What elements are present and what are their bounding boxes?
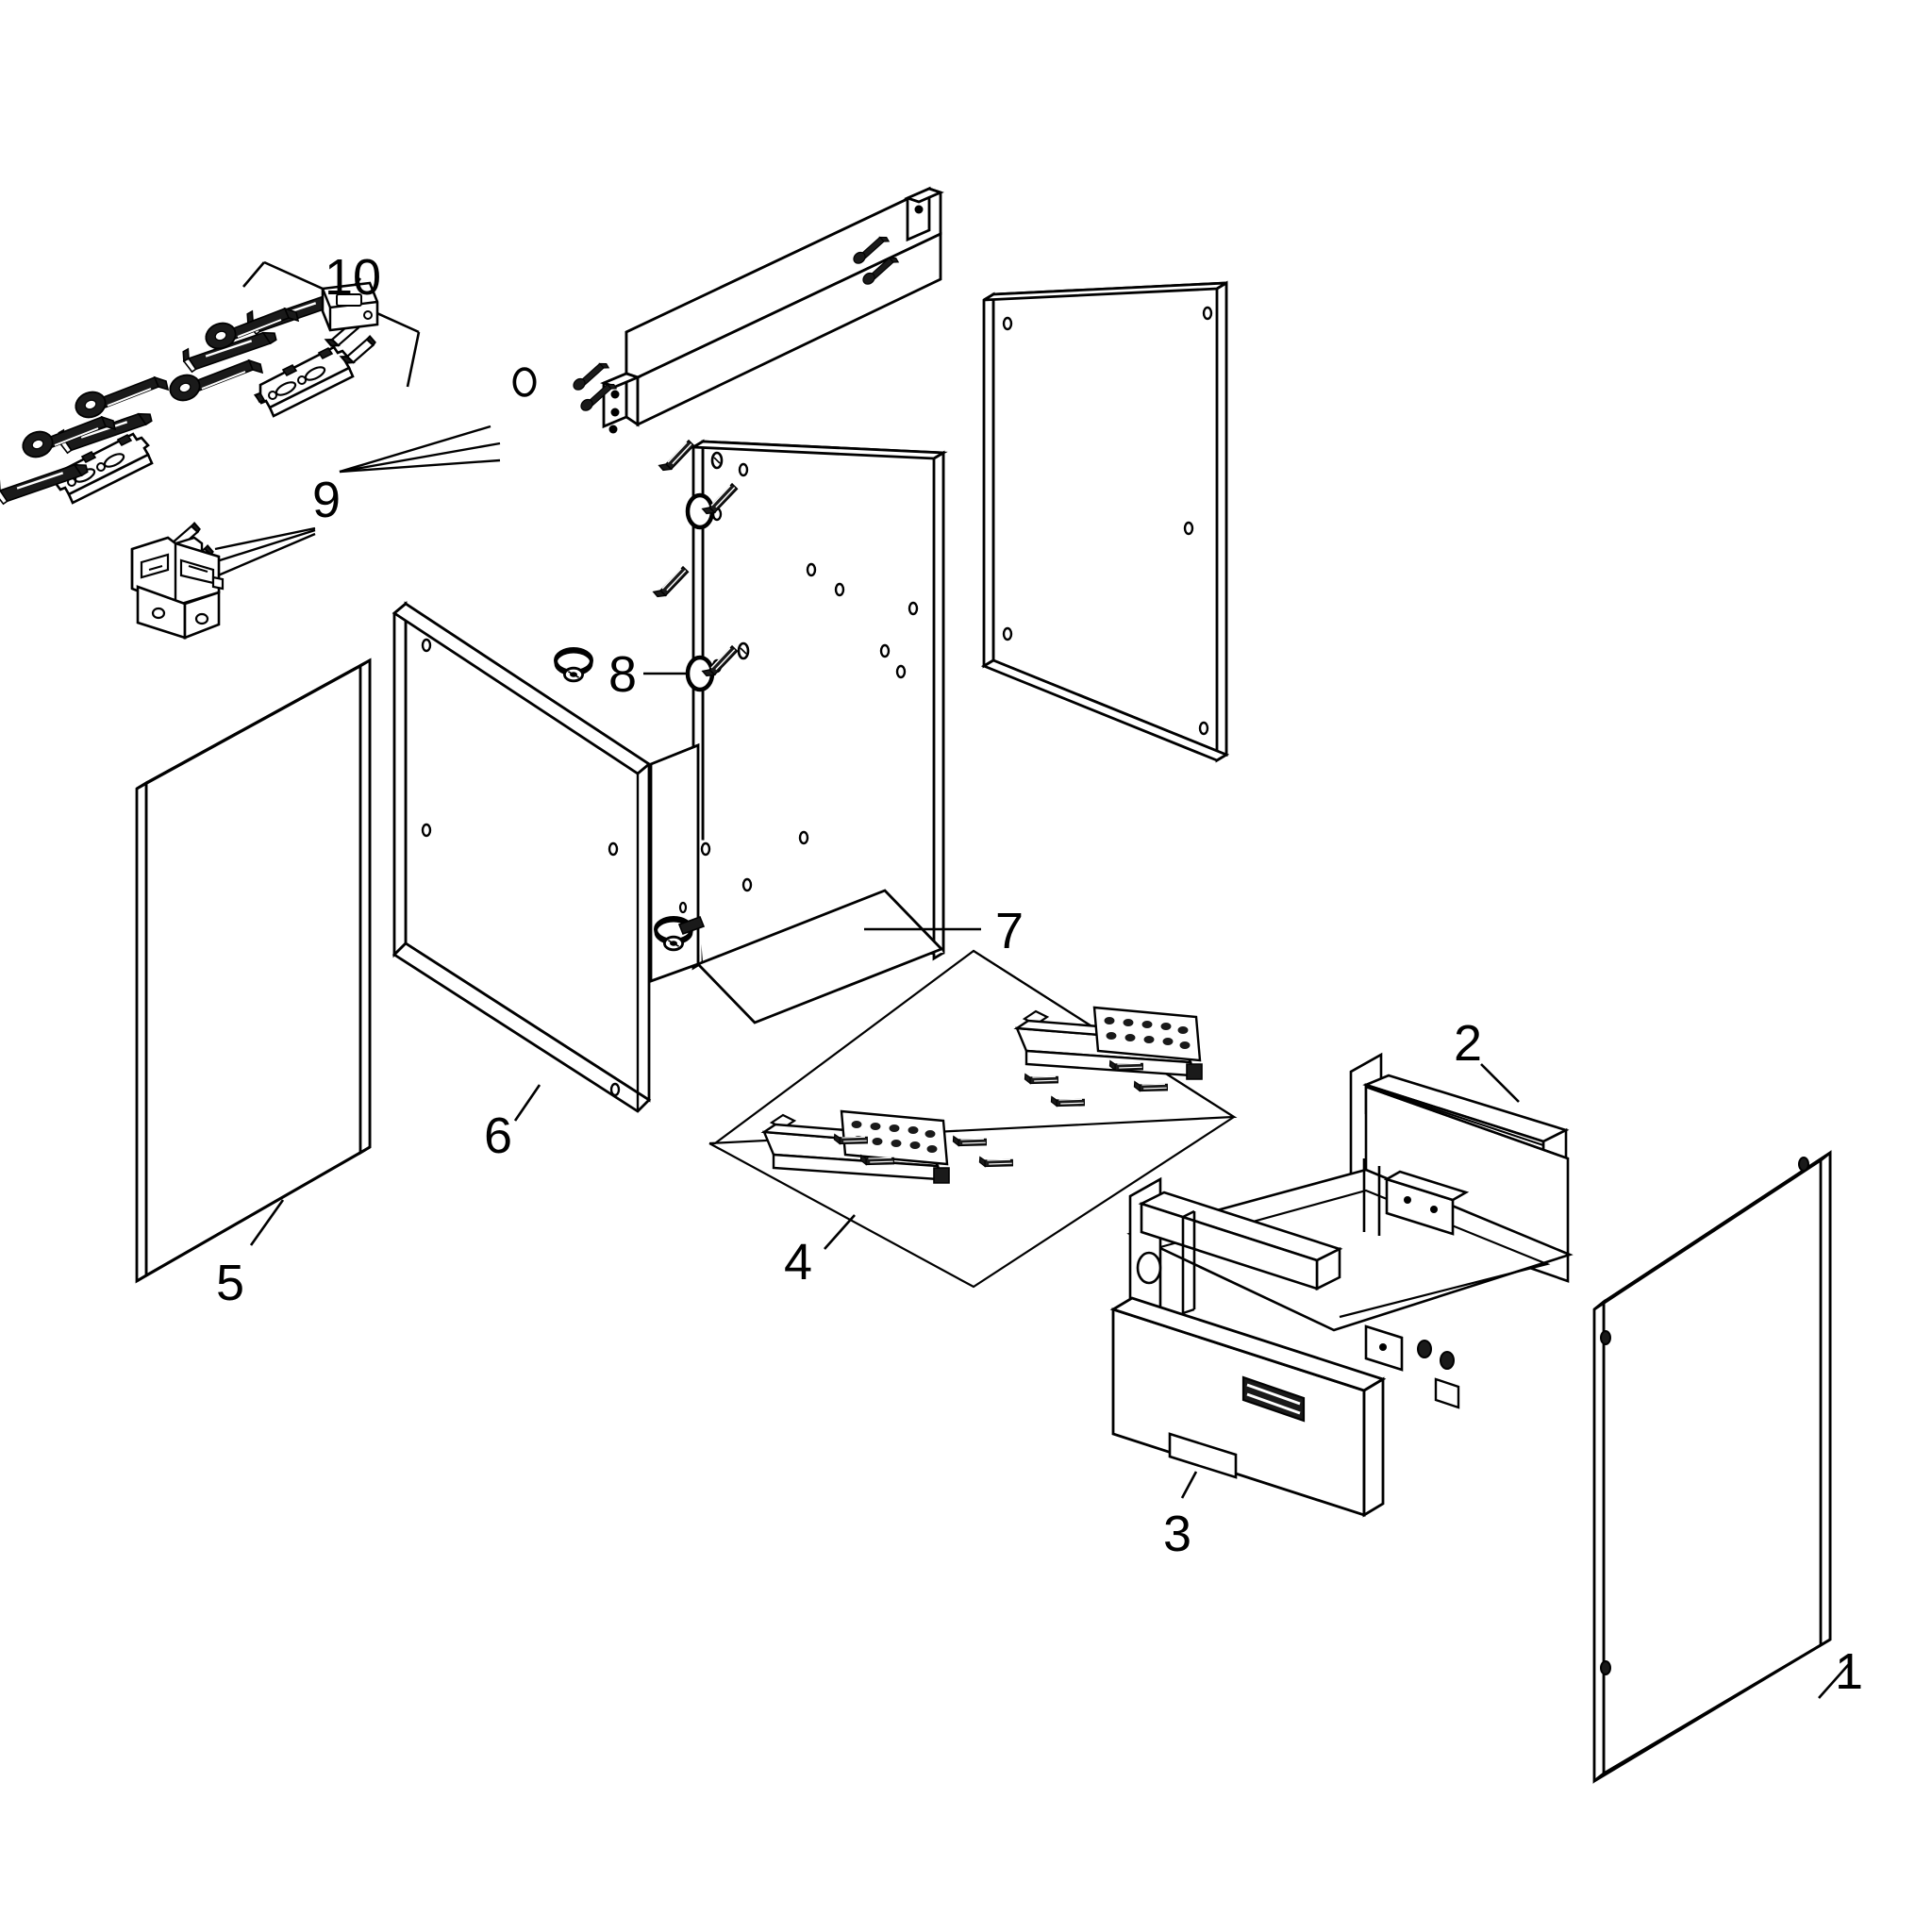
wall-rail-lower bbox=[52, 432, 154, 505]
callout-label-2: 2 bbox=[1454, 1015, 1482, 1072]
callout-labels: 10 9 8 7 6 5 4 3 2 1 bbox=[216, 249, 1863, 1700]
drawer-runner-front bbox=[760, 1109, 950, 1184]
wall-rail-upper bbox=[253, 345, 355, 418]
part-5-left-side-panel bbox=[135, 658, 372, 1284]
part-1-front-door-panel bbox=[1592, 1150, 1850, 1784]
callout-label-4: 4 bbox=[784, 1234, 812, 1291]
callout-label-9: 9 bbox=[312, 472, 341, 528]
part-2-3-drawer-box bbox=[1109, 1052, 1574, 1518]
runner-screw-8 bbox=[976, 1148, 1016, 1176]
drawer-runner-rear bbox=[1013, 1006, 1203, 1080]
part-4-drawer-runners bbox=[708, 949, 1238, 1289]
hanger-block-upper bbox=[321, 281, 379, 332]
callout-label-1: 1 bbox=[1835, 1643, 1863, 1700]
cam-lock-8-washer-c bbox=[512, 367, 537, 397]
part-6-cabinet-carcass bbox=[391, 439, 948, 1122]
callout-9-leaders bbox=[191, 425, 501, 589]
hanger-block-lower bbox=[130, 536, 225, 640]
cabinet-top-stretcher-rail bbox=[567, 186, 944, 434]
cam-lock-8-dowel-a bbox=[737, 641, 750, 660]
runner-screw-7 bbox=[950, 1127, 990, 1156]
callout-label-8: 8 bbox=[608, 646, 637, 703]
right-side-panel bbox=[980, 280, 1230, 763]
cam-lock-7-screw-a bbox=[663, 935, 684, 952]
cam-lock-8-dowel-b bbox=[710, 451, 724, 470]
callout-label-6: 6 bbox=[484, 1108, 512, 1164]
runner-screw-4 bbox=[1131, 1073, 1171, 1101]
runner-screw-2 bbox=[1048, 1088, 1088, 1116]
runner-screw-1 bbox=[1022, 1065, 1061, 1093]
cam-lock-7-screw-b bbox=[563, 666, 584, 683]
callout-label-5: 5 bbox=[216, 1255, 244, 1311]
part-9-hanger-and-dowels bbox=[130, 281, 501, 640]
callout-label-3: 3 bbox=[1163, 1506, 1191, 1562]
rail-screw-3 bbox=[71, 376, 169, 423]
callout-label-10: 10 bbox=[325, 249, 381, 306]
cam-lock-8-bolt-c bbox=[648, 565, 694, 601]
rail-screw-2 bbox=[165, 359, 263, 406]
part-8-cam-lock-side bbox=[512, 367, 750, 690]
part-10-wall-mount-rail-set bbox=[0, 260, 421, 508]
part-7-cam-lock-base bbox=[554, 647, 981, 952]
diagram-linework bbox=[0, 186, 1850, 1784]
callout-label-7: 7 bbox=[995, 903, 1024, 959]
